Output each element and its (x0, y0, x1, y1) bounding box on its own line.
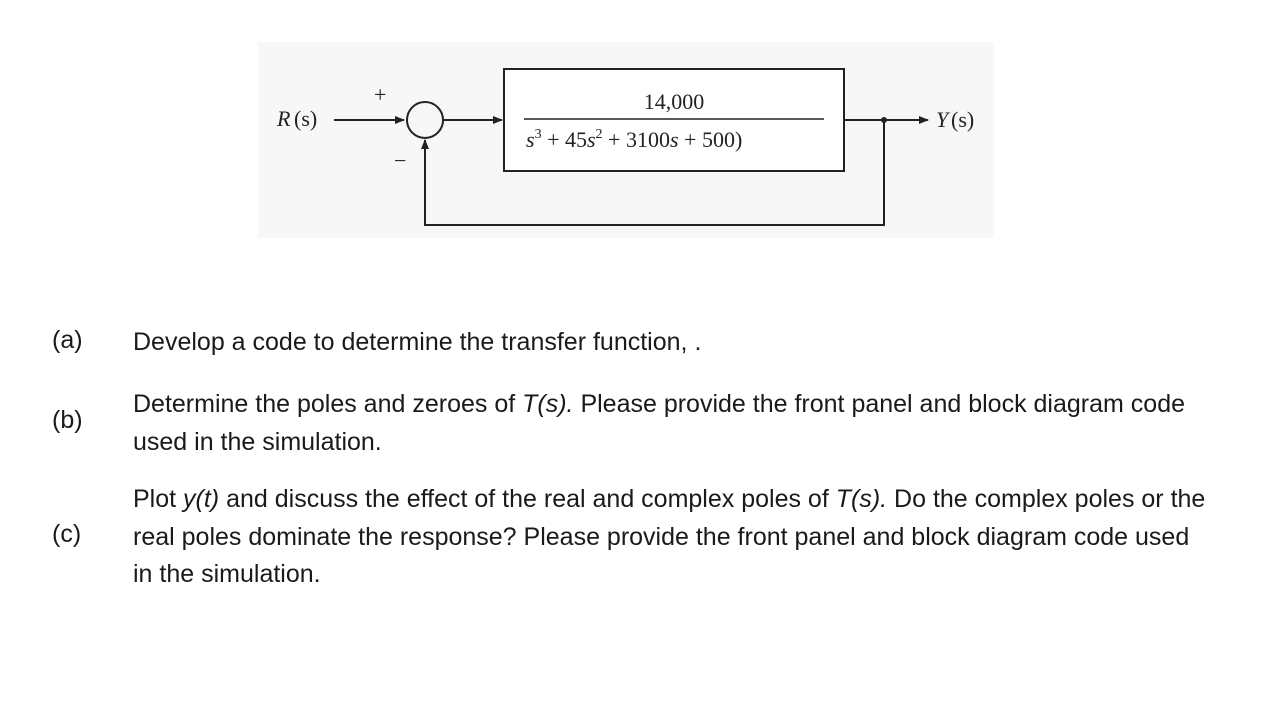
feedback-path (421, 120, 885, 226)
denominator-s3: s (670, 127, 679, 152)
denominator-term2: + 45 (542, 127, 587, 152)
input-label-paren: (s) (294, 106, 317, 131)
plus-sign: + (374, 82, 386, 107)
summing-junction (406, 101, 444, 139)
block-diagram: R (s) + − 14,000 s3 + 45s2 + 3100s + 500… (258, 42, 994, 238)
question-c-text-2: and discuss the effect of the real and c… (219, 485, 836, 513)
denominator-exp2: 2 (596, 127, 603, 142)
question-a-label: (a) (52, 326, 83, 354)
question-b-label: (b) (52, 406, 83, 434)
plant-transfer-function-box (503, 68, 845, 172)
denominator-s2: s (587, 127, 596, 152)
denominator: s3 + 45s2 + 3100s + 500) (526, 127, 742, 152)
denominator-exp3: 3 (535, 127, 542, 142)
question-b-text-pre: Determine the poles and zeroes of (133, 390, 523, 418)
minus-sign: − (394, 148, 406, 173)
question-c-text-1: Plot (133, 485, 184, 513)
question-c-text-transfer: T(s). (835, 485, 888, 513)
denominator-tail: + 500) (679, 127, 743, 152)
question-a-text: Develop a code to determine the transfer… (133, 328, 702, 356)
numerator: 14,000 (644, 89, 705, 114)
input-label-r: R (276, 106, 291, 131)
question-c-text-yt: y(t) (183, 485, 220, 513)
output-label-paren: (s) (951, 107, 974, 132)
question-c-label: (c) (52, 520, 82, 548)
denominator-s: s (526, 127, 535, 152)
output-label-y: Y (936, 107, 951, 132)
question-c-text-3: Do the complex poles or the real poles d… (133, 485, 1206, 588)
denominator-term3: + 3100 (603, 127, 670, 152)
question-b-text-transfer: T(s). (522, 390, 574, 418)
question-b-text: Determine the poles and zeroes of T(s). … (133, 386, 1213, 461)
block-diagram-svg: R (s) + − 14,000 s3 + 45s2 + 3100s + 500… (276, 68, 974, 226)
question-b-text-post: Please provide the front panel and block… (133, 390, 1185, 456)
question-c-text: Plot y(t) and discuss the effect of the … (133, 481, 1213, 594)
